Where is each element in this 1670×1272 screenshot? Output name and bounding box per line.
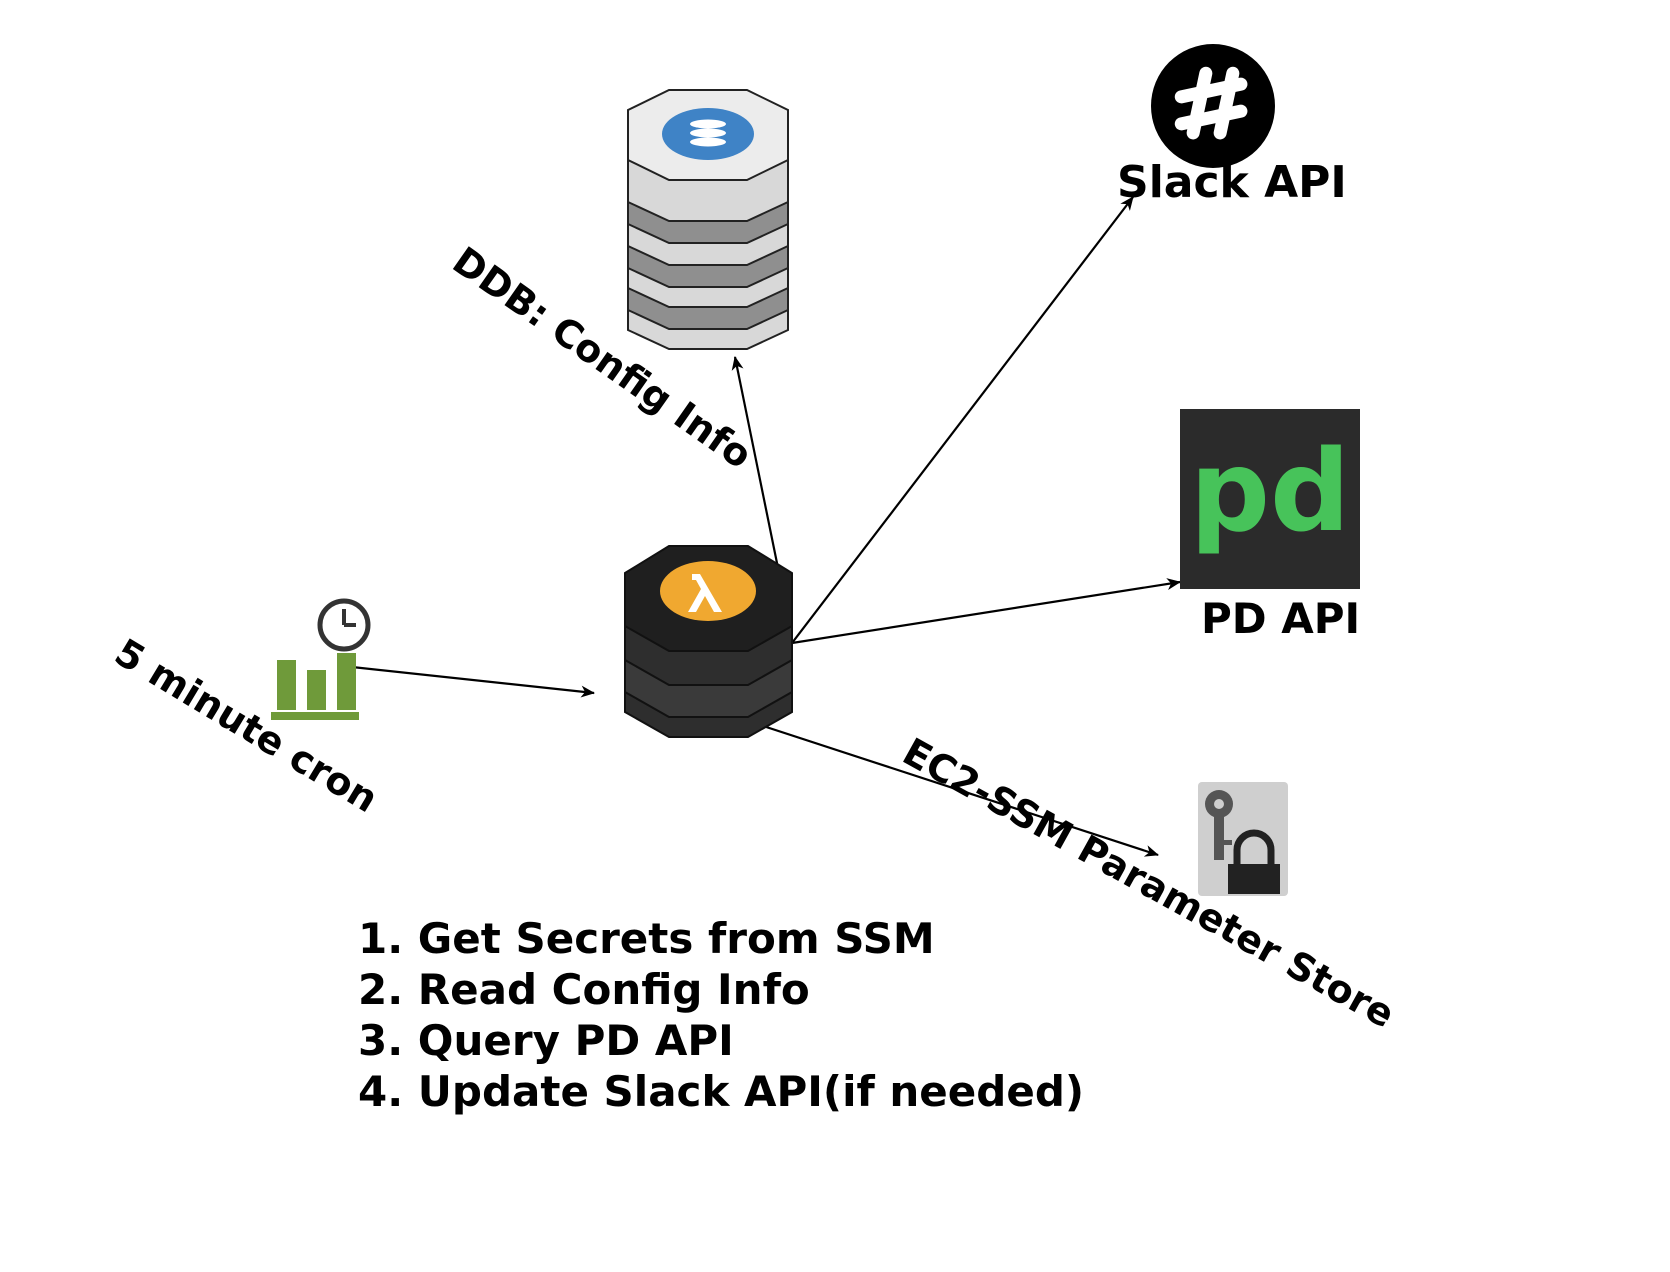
ssm-parameter-store-icon [1198,782,1288,896]
pd-label: PD API [1201,594,1360,643]
pagerduty-icon: pd [1180,409,1360,589]
dynamodb-icon [627,89,789,350]
slack-label: Slack API [1117,157,1347,208]
step-item: 3. Query PD API [358,1016,734,1065]
connector-arrows [351,196,1181,857]
cloudwatch-cron-icon [271,598,371,720]
lambda-icon [624,545,793,738]
step-item: 1. Get Secrets from SSM [358,914,935,963]
pagerduty-logo-text: pd [1190,427,1350,557]
process-steps-list: 1. Get Secrets from SSM 2. Read Config I… [358,913,1084,1117]
arrow-lambda-to-slack [791,196,1134,644]
step-item: 2. Read Config Info [358,965,810,1014]
arrow-lambda-to-ddb [731,356,780,569]
arrow-lambda-to-ssm [759,723,1159,857]
slack-icon [1151,44,1275,168]
step-item: 4. Update Slack API(if needed) [358,1067,1085,1116]
arrow-lambda-to-pd [791,578,1181,645]
arrow-cron-to-lambda [351,665,595,698]
